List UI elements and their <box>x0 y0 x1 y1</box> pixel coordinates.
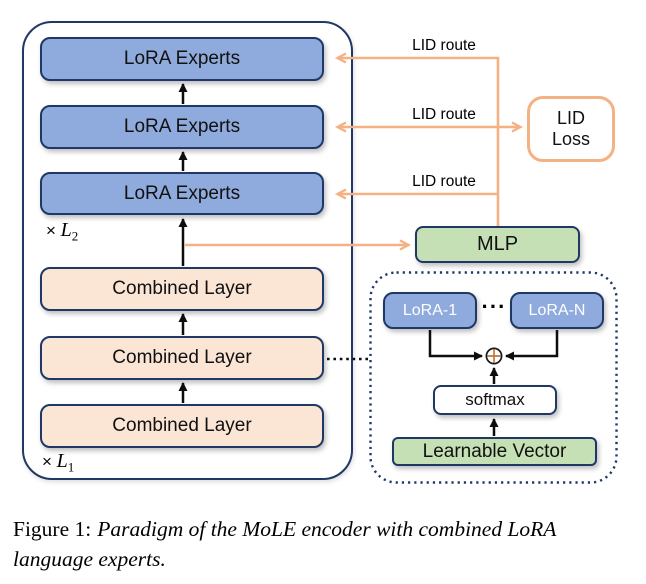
combined-layer-box-3: Combined Layer <box>40 404 324 448</box>
lora-n-label: LoRA-N <box>528 301 586 319</box>
lid-loss-line1: LID <box>556 108 585 128</box>
softmax-label: softmax <box>465 390 525 409</box>
lora-experts-label: LoRA Experts <box>123 116 241 137</box>
lora-experts-box-1: LoRA Experts <box>40 37 324 81</box>
learnable-vector-label: Learnable Vector <box>422 440 567 462</box>
combined-layer-label: Combined Layer <box>112 278 252 299</box>
mlp-label: MLP <box>476 233 519 255</box>
lora-ellipsis: ··· <box>481 294 507 319</box>
combined-layer-box-1: Combined Layer <box>40 267 324 311</box>
repeat-l1-label: × L1 <box>42 450 75 475</box>
combined-layer-box-2: Combined Layer <box>40 336 324 380</box>
repeat-l2-label: × L2 <box>46 219 79 244</box>
lora-n-box: LoRA-N <box>510 292 604 329</box>
lid-route-label-3: LID route <box>412 173 476 190</box>
combined-layer-label: Combined Layer <box>112 415 252 436</box>
encoder-outer-box <box>22 21 353 480</box>
wire-lora1-to-sum <box>428 330 483 361</box>
combined-layer-label: Combined Layer <box>112 347 252 368</box>
wire-loraN-to-sum <box>505 330 559 361</box>
learnable-vector-box: Learnable Vector <box>392 437 597 466</box>
lid-loss-line2: Loss <box>551 129 591 149</box>
figure-caption: Figure 1:Paradigm of the MoLE encoder wi… <box>13 514 639 574</box>
mlp-box: MLP <box>415 226 580 263</box>
caption-text: Paradigm of the MoLE encoder with combin… <box>13 517 557 571</box>
lora-experts-box-3: LoRA Experts <box>40 172 324 215</box>
caption-number: Figure 1: <box>13 517 92 541</box>
lora-experts-box-2: LoRA Experts <box>40 105 324 149</box>
lora-experts-label: LoRA Experts <box>123 48 241 69</box>
lid-loss-box: LID Loss <box>527 96 615 162</box>
sum-plus-icon <box>485 347 503 365</box>
lid-route-label-2: LID route <box>412 106 476 123</box>
lora-1-label: LoRA-1 <box>402 301 458 319</box>
wire-lid-route-1 <box>338 58 500 226</box>
lid-route-label-1: LID route <box>412 37 476 54</box>
lora-experts-label: LoRA Experts <box>123 182 241 204</box>
softmax-box: softmax <box>433 385 557 415</box>
lora-1-box: LoRA-1 <box>383 292 477 329</box>
